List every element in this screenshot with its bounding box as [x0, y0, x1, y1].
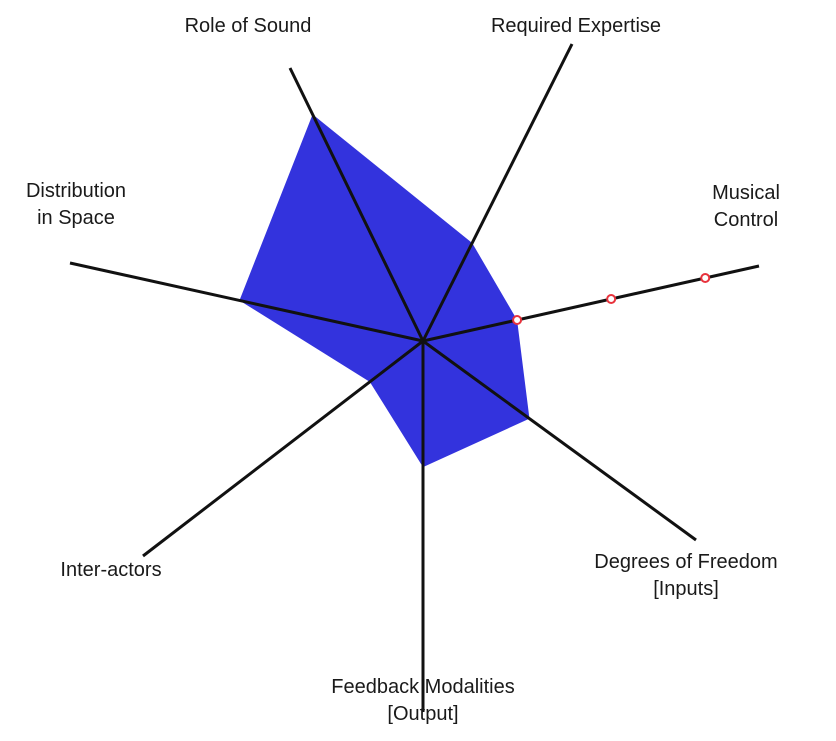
axis-label-6-line-0: Distribution [26, 180, 126, 202]
axis-label-1-line-0: Required Expertise [491, 15, 661, 37]
axis-label-3-line-0: Degrees of Freedom [594, 551, 777, 573]
axis-line-5 [142, 339, 424, 558]
axes-group [69, 43, 760, 712]
axis-label-5-line-0: Inter-actors [60, 559, 161, 581]
axis-marker-1 [606, 294, 617, 304]
axis-marker-2 [700, 273, 711, 283]
axis-line-6 [69, 261, 424, 343]
axis-label-0-line-0: Role of Sound [185, 15, 312, 37]
axis-label-6-line-1: in Space [37, 207, 115, 229]
axis-label-2-line-0: Musical [712, 182, 780, 204]
markers-group [512, 273, 711, 325]
axis-label-2-line-1: Control [714, 209, 778, 231]
labels-group: Role of Sound Required ExpertiseMusicalCo… [26, 15, 780, 725]
data-area [239, 114, 530, 468]
axis-line-0 [288, 67, 425, 342]
axis-label-4-line-0: Feedback Modalities [331, 676, 514, 698]
axis-line-3 [422, 339, 697, 542]
axis-marker-0 [512, 315, 523, 325]
axis-label-4-line-1: [Output] [387, 703, 458, 725]
axis-line-1 [421, 43, 574, 342]
axis-label-3-line-1: [Inputs] [653, 578, 719, 600]
